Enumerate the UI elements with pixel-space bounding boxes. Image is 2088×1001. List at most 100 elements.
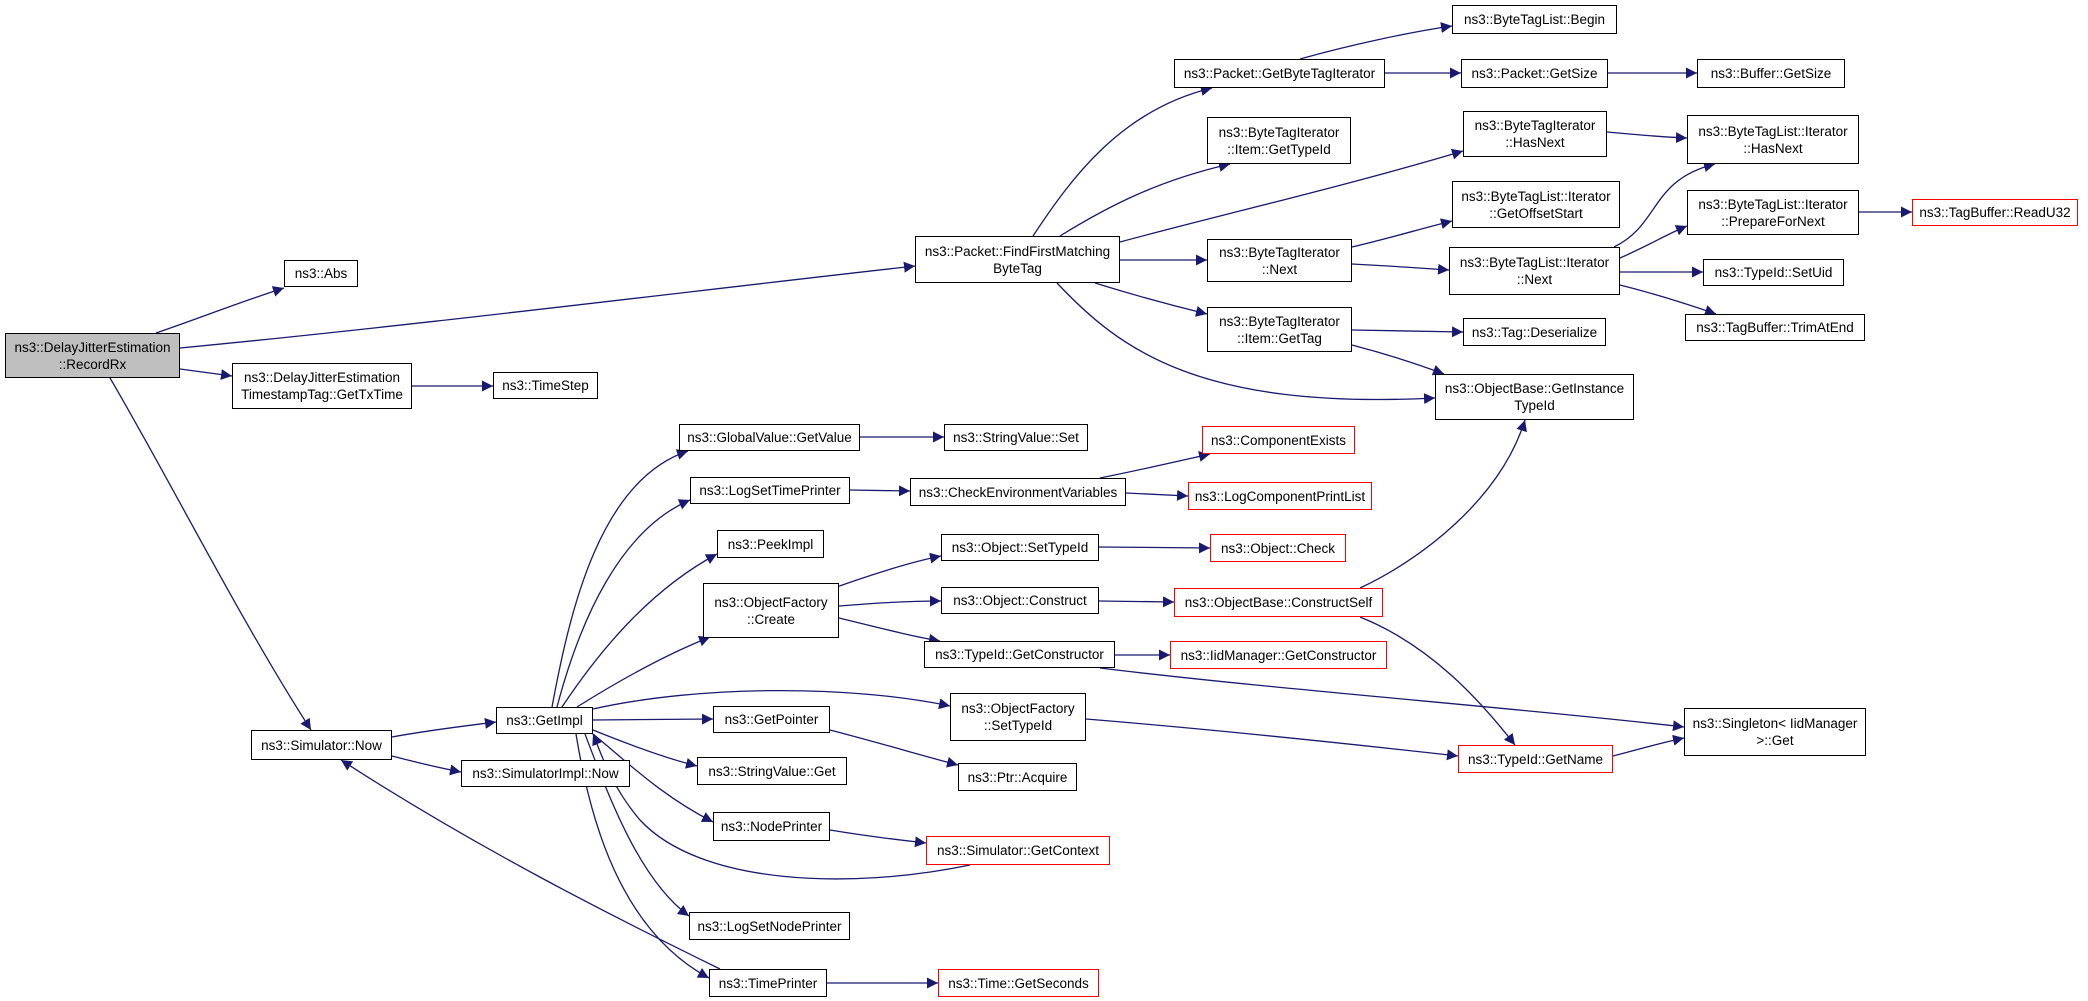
node-stringvalue-get[interactable]: ns3::StringValue::Get — [697, 757, 847, 785]
node-objectfactory-settypeid[interactable]: ns3::ObjectFactory::SetTypeId — [950, 693, 1086, 741]
node-bytetaglist-iterator-hasnext-label-line: ns3::ByteTagList::Iterator — [1698, 123, 1848, 139]
edge-getimpl-to-logsetnodeprinter — [584, 733, 690, 917]
node-packet-getbytetagiterator-label-line: ns3::Packet::GetByteTagIterator — [1183, 66, 1376, 81]
node-bytetagiterator-next-label-line: ns3::ByteTagIterator — [1219, 244, 1340, 260]
node-bytetagiterator-next[interactable]: ns3::ByteTagIterator::Next — [1207, 239, 1352, 282]
node-stringvalue-set[interactable]: ns3::StringValue::Set — [944, 424, 1088, 451]
edge-listiternext-to-prepareforn — [1619, 225, 1688, 259]
edge-checkenv-to-logcomponentprintlist — [1125, 489, 1189, 501]
node-bytetaglist-iterator-next[interactable]: ns3::ByteTagList::Iterator::Next — [1449, 247, 1620, 295]
edge-bytetagiternext-to-listiternext — [1351, 263, 1450, 275]
edge-objconstruct-to-constructself — [1098, 596, 1175, 608]
node-ptr-acquire[interactable]: ns3::Ptr::Acquire — [958, 763, 1077, 791]
node-objectbase-getinstancetypeid-label-line: TypeId — [1514, 398, 1555, 413]
node-bytetagiterator-item-gettag[interactable]: ns3::ByteTagIterator::Item::GetTag — [1207, 307, 1352, 352]
node-objectbase-constructself[interactable]: ns3::ObjectBase::ConstructSelf — [1174, 588, 1383, 617]
node-timestep-label-line: ns3::TimeStep — [502, 378, 589, 393]
node-objectfactory-create-label-line: ::Create — [746, 611, 796, 627]
node-bytetagiterator-next-label-line: ::Next — [1261, 261, 1298, 277]
node-logsettimeprinter-label-line: ns3::LogSetTimePrinter — [699, 483, 841, 498]
node-simulator-getcontext[interactable]: ns3::Simulator::GetContext — [926, 836, 1110, 865]
node-abs[interactable]: ns3::Abs — [284, 260, 358, 287]
node-bytetaglist-begin[interactable]: ns3::ByteTagList::Begin — [1452, 5, 1617, 34]
node-bytetaglist-iterator-hasnext[interactable]: ns3::ByteTagList::Iterator::HasNext — [1687, 115, 1859, 164]
node-logsettimeprinter[interactable]: ns3::LogSetTimePrinter — [690, 477, 850, 504]
node-object-settypeid[interactable]: ns3::Object::SetTypeId — [941, 534, 1099, 561]
edge-timeprinter-to-simnow — [340, 759, 721, 970]
node-logsetnodeprinter[interactable]: ns3::LogSetNodePrinter — [689, 912, 850, 940]
node-objectfactory-settypeid-label-line: ::SetTypeId — [983, 718, 1053, 733]
node-peekimpl-label-line: ns3::PeekImpl — [727, 536, 814, 552]
node-timeprinter[interactable]: ns3::TimePrinter — [709, 969, 827, 997]
node-iidmanager-getconstructor[interactable]: ns3::IidManager::GetConstructor — [1170, 641, 1387, 669]
node-bytetaglist-iterator-preparefornext[interactable]: ns3::ByteTagList::Iterator::PrepareForNe… — [1687, 190, 1859, 235]
node-getpointer[interactable]: ns3::GetPointer — [713, 706, 830, 733]
node-object-construct[interactable]: ns3::Object::Construct — [941, 587, 1099, 614]
node-simulatorimpl-now[interactable]: ns3::SimulatorImpl::Now — [461, 760, 630, 787]
edge-recordrx-to-findfirst — [179, 261, 916, 349]
node-getimpl[interactable]: ns3::GetImpl — [496, 707, 593, 734]
node-delayjitter-recordrx-label-line: ns3::DelayJitterEstimation — [14, 339, 171, 355]
edge-objfactorycreate-to-objsettypeid — [827, 552, 942, 591]
node-abs-label-line: ns3::Abs — [294, 266, 348, 281]
edge-typeidgetname-to-singletonget — [1612, 734, 1685, 757]
edge-getpointer-to-ptracquire — [829, 729, 959, 768]
node-checkenvironmentvariables[interactable]: ns3::CheckEnvironmentVariables — [910, 478, 1126, 506]
node-bytetaglist-iterator-getoffsetstart[interactable]: ns3::ByteTagList::Iterator::GetOffsetSta… — [1452, 181, 1620, 228]
node-logcomponentprintlist[interactable]: ns3::LogComponentPrintList — [1188, 482, 1372, 510]
node-typeid-getname[interactable]: ns3::TypeId::GetName — [1458, 745, 1613, 773]
node-bytetagiterator-item-gettypeid[interactable]: ns3::ByteTagIterator::Item::GetTypeId — [1207, 117, 1351, 164]
node-bytetaglist-iterator-preparefornext-label-line: ::PrepareForNext — [1721, 213, 1825, 229]
node-object-construct-label-line: ns3::Object::Construct — [953, 593, 1087, 608]
node-timestep[interactable]: ns3::TimeStep — [493, 372, 598, 399]
node-packet-findfirstmatchingbytetag-label-line: ns3::Packet::FindFirstMatching — [924, 243, 1111, 259]
node-getimpl-label-line: ns3::GetImpl — [506, 713, 583, 728]
node-timeprinter-label-line: ns3::TimePrinter — [718, 975, 818, 991]
node-buffer-getsize-label-line: ns3::Buffer::GetSize — [1710, 66, 1832, 81]
node-time-getseconds[interactable]: ns3::Time::GetSeconds — [938, 969, 1099, 997]
node-objectbase-constructself-label-line: ns3::ObjectBase::ConstructSelf — [1184, 595, 1373, 610]
node-bytetagiterator-hasnext[interactable]: ns3::ByteTagIterator::HasNext — [1463, 111, 1607, 157]
node-packet-getsize[interactable]: ns3::Packet::GetSize — [1461, 59, 1608, 88]
edge-objfactorycreate-to-objconstruct — [838, 595, 942, 607]
node-delayjitter-recordrx-label-line: ::RecordRx — [58, 356, 127, 372]
node-tagbuffer-readu32[interactable]: ns3::TagBuffer::ReadU32 — [1912, 199, 2078, 226]
node-object-check[interactable]: ns3::Object::Check — [1210, 534, 1346, 562]
node-bytetaglist-begin-label-line: ns3::ByteTagList::Begin — [1463, 12, 1606, 27]
node-bytetagiterator-item-gettag-label-line: ::Item::GetTag — [1237, 330, 1322, 346]
node-nodeprinter-label-line: ns3::NodePrinter — [720, 819, 823, 834]
node-simulatorimpl-now-label-line: ns3::SimulatorImpl::Now — [472, 766, 619, 781]
node-singleton-iidmanager-get[interactable]: ns3::Singleton< IidManager>::Get — [1684, 708, 1866, 756]
node-singleton-iidmanager-get-label-line: ns3::Singleton< IidManager — [1692, 716, 1858, 731]
node-typeid-getname-label-line: ns3::TypeId::GetName — [1467, 751, 1604, 767]
node-objectfactory-create[interactable]: ns3::ObjectFactory::Create — [703, 583, 839, 638]
node-typeid-setuid-label-line: ns3::TypeId::SetUid — [1714, 265, 1833, 280]
node-buffer-getsize[interactable]: ns3::Buffer::GetSize — [1697, 59, 1845, 88]
node-bytetaglist-iterator-getoffsetstart-label-line: ns3::ByteTagList::Iterator — [1461, 188, 1611, 204]
node-bytetaglist-iterator-preparefornext-label-line: ns3::ByteTagList::Iterator — [1698, 196, 1848, 212]
node-bytetaglist-iterator-next-label-line: ::Next — [1516, 272, 1553, 287]
node-tagbuffer-trimatend[interactable]: ns3::TagBuffer::TrimAtEnd — [1685, 314, 1865, 341]
edge-simnow-to-getimpl — [391, 717, 497, 738]
node-packet-getbytetagiterator[interactable]: ns3::Packet::GetByteTagIterator — [1174, 59, 1385, 88]
node-simulator-now-label-line: ns3::Simulator::Now — [261, 737, 382, 753]
node-typeid-getconstructor[interactable]: ns3::TypeId::GetConstructor — [924, 641, 1115, 668]
node-checkenvironmentvariables-label-line: ns3::CheckEnvironmentVariables — [918, 484, 1118, 500]
node-nodeprinter[interactable]: ns3::NodePrinter — [713, 812, 830, 841]
edge-simnow-to-simimplnow — [391, 755, 462, 776]
node-simulator-now[interactable]: ns3::Simulator::Now — [251, 730, 392, 760]
node-tagbuffer-readu32-label-line: ns3::TagBuffer::ReadU32 — [1919, 205, 2071, 220]
node-peekimpl[interactable]: ns3::PeekImpl — [717, 530, 824, 558]
node-stringvalue-set-label-line: ns3::StringValue::Set — [953, 430, 1079, 445]
node-packet-getsize-label-line: ns3::Packet::GetSize — [1471, 66, 1598, 81]
edge-findfirst-to-getbytetagiterator — [1032, 85, 1213, 237]
node-componentexists[interactable]: ns3::ComponentExists — [1202, 426, 1355, 454]
node-globalvalue-getvalue[interactable]: ns3::GlobalValue::GetValue — [679, 424, 860, 451]
node-typeid-setuid[interactable]: ns3::TypeId::SetUid — [1703, 259, 1844, 286]
node-tag-deserialize[interactable]: ns3::Tag::Deserialize — [1463, 318, 1606, 346]
edge-recordrx-to-gettxtime — [179, 368, 233, 380]
